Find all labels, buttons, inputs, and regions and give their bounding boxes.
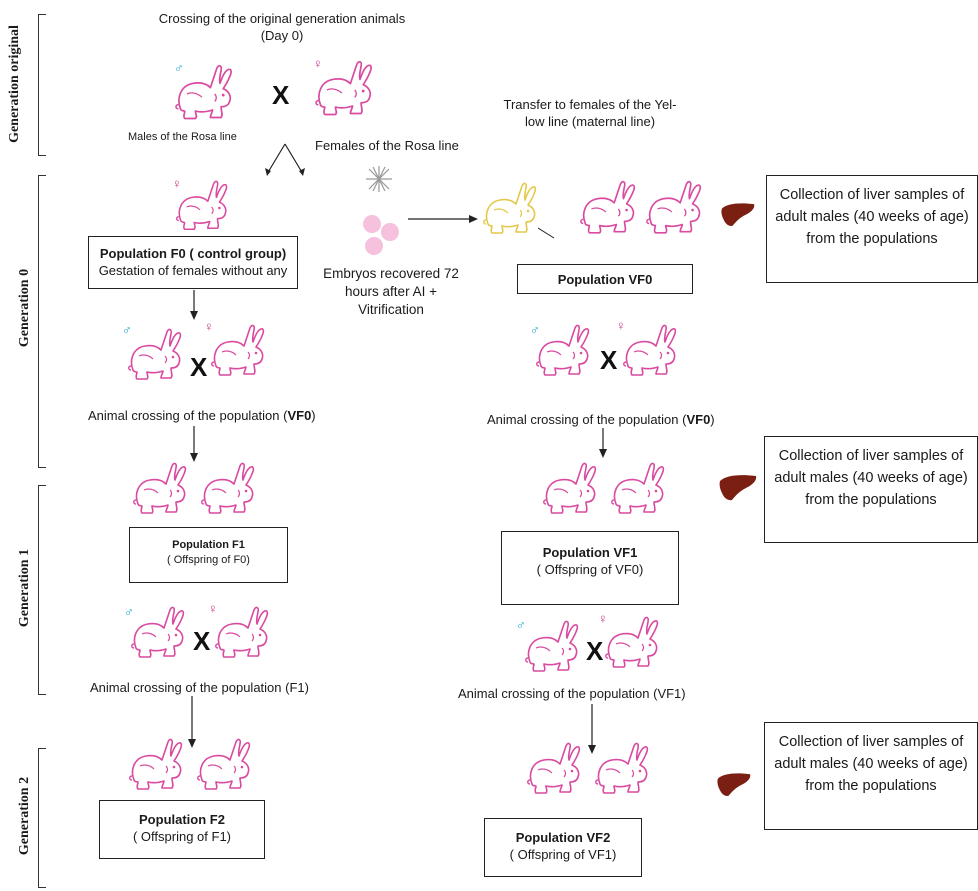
rabbit-icon-yellow-recipient: [478, 180, 542, 240]
bracket-generation-original: [38, 14, 46, 156]
liver-icon-g1: [718, 472, 758, 504]
liver-icon-g2: [716, 770, 752, 800]
males-label: Males of the Rosa line: [128, 131, 237, 143]
male-symbol-f1-cross: ♂: [124, 604, 134, 619]
arrow-to-vf1: [599, 428, 607, 458]
arrow-to-f1: [190, 426, 198, 462]
rabbit-icon-vf1-cross-female: [600, 614, 664, 674]
population-vf0-title: Population VF0: [557, 272, 653, 287]
cross-label-vf1: Animal crossing of the population (VF1): [458, 686, 686, 701]
bracket-generation-0: [38, 175, 46, 468]
liver-icon-g0: [720, 200, 756, 230]
female-symbol-vf1-cross: ♀: [598, 611, 608, 626]
split-arrows: [265, 143, 305, 176]
male-symbol-vf1-cross: ♂: [516, 617, 526, 632]
rabbit-icon-right-g0-female: [618, 322, 682, 382]
rabbit-icon-vf1-cross-male: [518, 618, 586, 678]
arrow-to-vf2: [588, 704, 596, 754]
box-population-f2: Population F2 ( Offspring of F1): [99, 800, 265, 859]
box-collection-g2: Collection of liver samples of adult mal…: [764, 722, 978, 830]
bracket-generation-1: [38, 485, 46, 695]
population-f0-title: Population F0 ( control group): [99, 246, 287, 261]
rabbit-icon-vf1-2: [606, 460, 670, 520]
rabbit-icon-vf2-1: [522, 740, 586, 800]
rabbit-icon-vf0-1: [576, 178, 640, 240]
bracket-generation-2: [38, 748, 46, 888]
male-symbol: ♂: [174, 60, 184, 75]
box-population-f1: Population F1 ( Offspring of F0): [129, 527, 288, 583]
cross-label-right-g0: Animal crossing of the population (VF0): [487, 412, 715, 427]
rabbit-icon-right-g0-male: [530, 322, 596, 382]
box-collection-g1: Collection of liver samples of adult mal…: [764, 436, 978, 543]
arrow-f0-cross: [190, 290, 198, 320]
label-generation-1: Generation 1: [17, 548, 32, 628]
rabbit-icon-left-g0-male: [120, 326, 190, 386]
box-population-vf2: Population VF2 ( Offspring of VF1): [484, 818, 642, 877]
rabbit-icon-vf0-2: [642, 178, 706, 240]
female-symbol-f1-cross: ♀: [208, 601, 218, 616]
cross-symbol-f1: X: [193, 626, 211, 656]
embryos-label: Embryos recovered 72 hours after AI + Vi…: [323, 266, 459, 317]
females-label: Females of the Rosa line: [315, 138, 459, 153]
box-population-f0: Population F0 ( control group) Gestation…: [88, 236, 298, 289]
rabbit-icon-vf1-1: [538, 460, 602, 520]
cross-symbol-vf1: X: [586, 636, 604, 666]
cross-label-left-g0: Animal crossing of the population (VF0): [88, 408, 316, 423]
box-population-vf1: Population VF1 ( Offspring of VF0): [501, 531, 679, 605]
rabbit-icon-f1-cross-male: [124, 604, 192, 664]
rabbit-icon-female-original: [312, 58, 376, 122]
male-symbol-left-g0: ♂: [122, 322, 132, 337]
female-symbol: ♀: [313, 56, 323, 71]
transfer-label: Transfer to females of the Yel- low line…: [503, 97, 677, 129]
cross-symbol-left-g0: X: [190, 352, 208, 382]
rabbit-icon-f2-1: [124, 736, 188, 796]
male-symbol-right-g0: ♂: [530, 322, 540, 337]
crossing-title: Crossing of the original generation anim…: [158, 11, 406, 43]
rabbit-icon-left-g0-female: [206, 322, 270, 382]
rabbit-icon-f1-1: [128, 460, 192, 520]
connector-line: [538, 227, 555, 239]
embryos-icon: [363, 215, 399, 255]
arrow-to-f2: [188, 696, 196, 748]
cross-label-f1: Animal crossing of the population (F1): [90, 680, 309, 695]
female-symbol-left-g0: ♀: [204, 319, 214, 334]
rabbit-icon-f0-female: [172, 178, 232, 236]
female-symbol-right-g0: ♀: [616, 318, 626, 333]
cross-symbol: X: [272, 80, 290, 110]
rabbit-icon-f1-cross-female: [210, 604, 274, 664]
box-population-vf0: Population VF0: [517, 264, 693, 294]
population-f0-desc: Gestation of females without any: [98, 263, 288, 278]
label-generation-0: Generation 0: [17, 268, 32, 348]
cross-symbol-right-g0: X: [600, 345, 618, 375]
female-symbol-f0: ♀: [172, 176, 182, 191]
transfer-arrow: [408, 215, 478, 223]
rabbit-icon-f2-2: [192, 736, 256, 796]
rabbit-icon-f1-2: [196, 460, 260, 520]
rabbit-icon-male-original: [172, 62, 236, 126]
rabbit-icon-vf2-2: [590, 740, 654, 800]
box-collection-g0: Collection of liver samples of adult mal…: [766, 175, 978, 283]
label-generation-original: Generation original: [7, 25, 22, 143]
snowflake-icon: [366, 166, 392, 192]
label-generation-2: Generation 2: [17, 776, 32, 856]
